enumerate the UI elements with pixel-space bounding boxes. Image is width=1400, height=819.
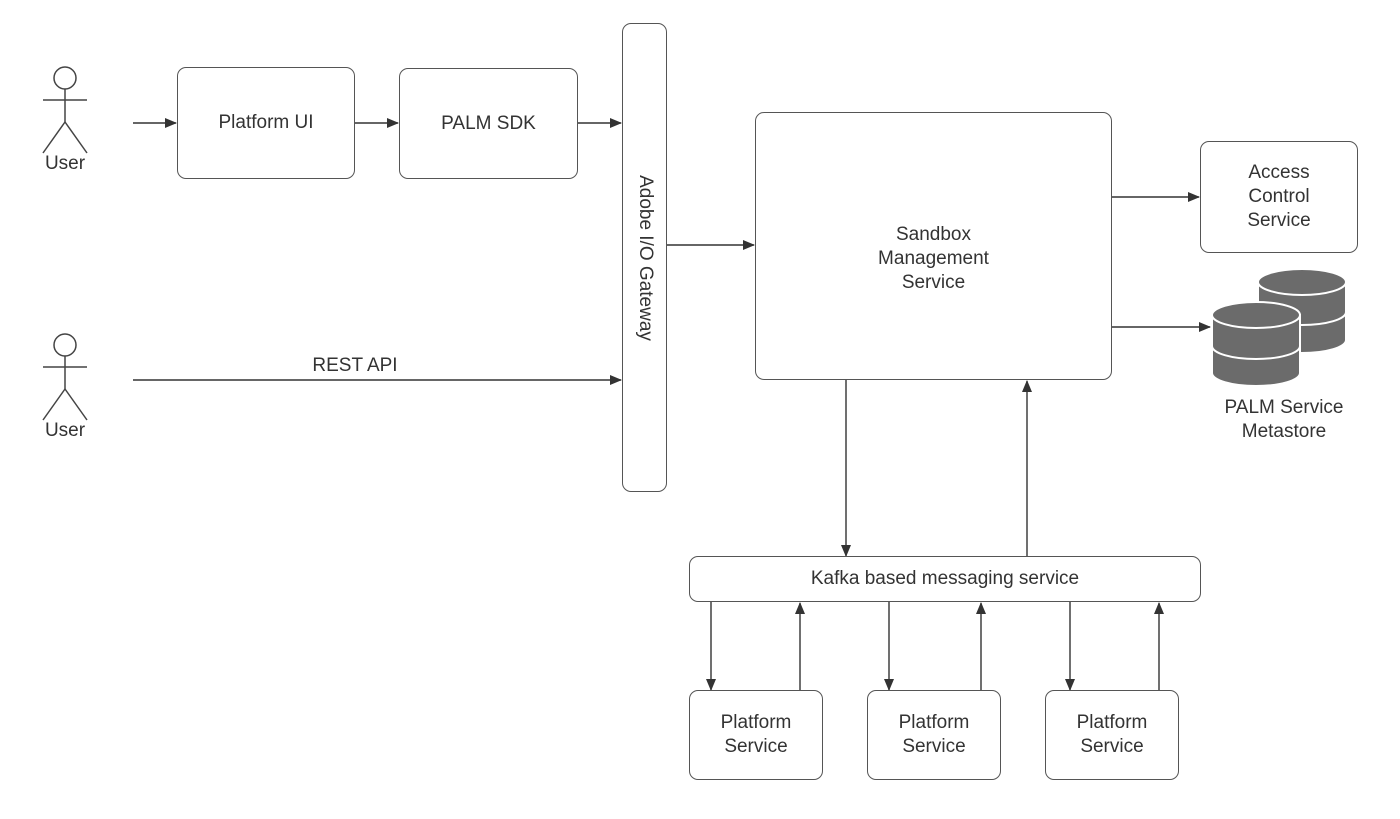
node-access-control-service: Access Control Service xyxy=(1200,141,1358,253)
node-platform-ui: Platform UI xyxy=(177,67,355,179)
node-adobe-io-gateway: Adobe I/O Gateway xyxy=(622,23,667,492)
edge-label-rest-api: REST API xyxy=(312,355,398,376)
actor-label-top: User xyxy=(44,153,86,174)
node-label: Sandbox Management Service xyxy=(878,224,989,293)
node-label: PALM SDK xyxy=(441,112,536,134)
node-palm-sdk: PALM SDK xyxy=(399,68,578,179)
node-label: Platform Service xyxy=(1076,712,1148,757)
node-sandbox-management-service: Sandbox Management Service xyxy=(755,112,1112,380)
metastore-label: PALM Service Metastore xyxy=(1224,397,1344,442)
user-actor-icon xyxy=(42,66,88,154)
node-platform-service-2: Platform Service xyxy=(867,690,1001,780)
node-label: Platform UI xyxy=(218,112,314,133)
user-actor-icon xyxy=(42,333,88,421)
node-label: Kafka based messaging service xyxy=(810,568,1080,589)
node-label: Adobe I/O Gateway xyxy=(634,174,656,341)
node-label: Platform Service xyxy=(898,712,970,757)
database-icon xyxy=(1211,268,1347,387)
actor-label-bottom: User xyxy=(44,420,86,441)
node-platform-service-1: Platform Service xyxy=(689,690,823,780)
node-platform-service-3: Platform Service xyxy=(1045,690,1179,780)
node-kafka-messaging-service: Kafka based messaging service xyxy=(689,556,1201,602)
node-label: Access Control Service xyxy=(1247,162,1311,231)
node-label: Platform Service xyxy=(720,712,792,757)
